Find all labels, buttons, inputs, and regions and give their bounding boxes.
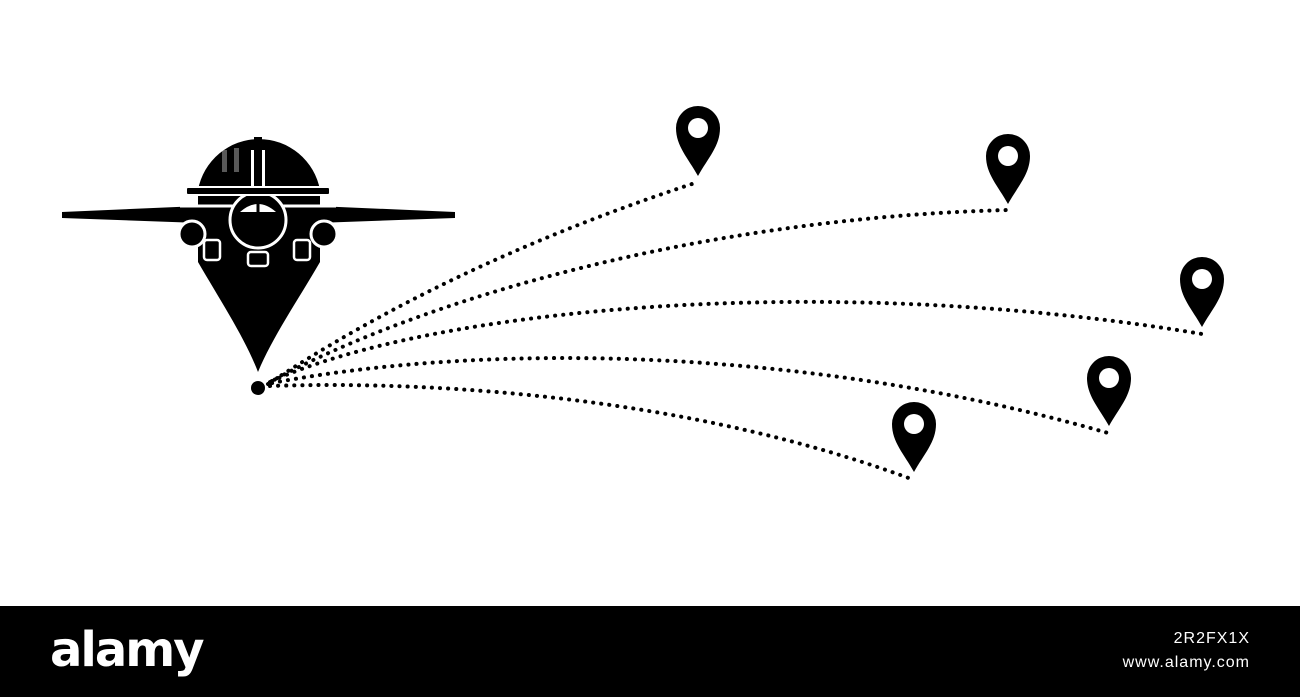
map-pin-icon (1087, 356, 1131, 426)
route-line-1 (266, 180, 700, 386)
image-id: 2R2FX1X (1173, 630, 1250, 647)
origin-point (251, 381, 265, 395)
route-lines (266, 180, 1204, 482)
airplane-in-location-pin-icon (62, 137, 455, 372)
map-pin-icon (1180, 257, 1224, 327)
map-pin-icon (986, 134, 1030, 204)
route-line-4 (270, 356, 1110, 435)
brand-logo: alamy (50, 622, 205, 678)
route-line-5 (268, 383, 916, 482)
destination-pins (676, 106, 1224, 472)
watermark-footer: alamy 2R2FX1X www.alamy.com (0, 606, 1300, 697)
map-pin-icon (676, 106, 720, 176)
flight-routes-illustration (62, 106, 1224, 482)
route-line-3 (270, 299, 1204, 383)
map-pin-icon (892, 402, 936, 472)
route-line-2 (268, 208, 1010, 384)
site-url: www.alamy.com (1122, 654, 1250, 671)
